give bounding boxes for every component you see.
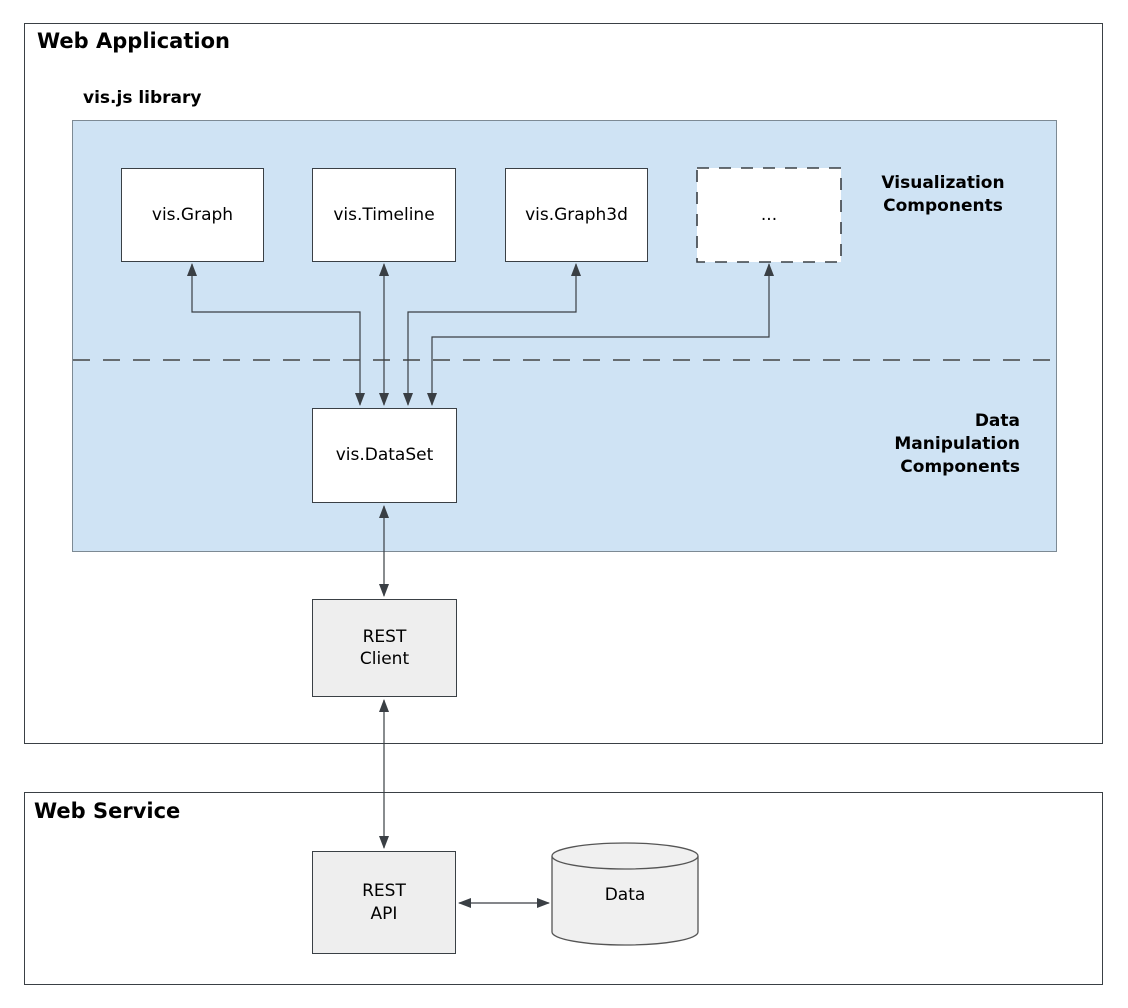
component-box-vis-graph3d: vis.Graph3d [505, 168, 648, 262]
visualization-components-label: Visualization Components [881, 173, 1005, 216]
rest-client-box: REST Client [312, 599, 457, 697]
component-box-vis-graph: vis.Graph [121, 168, 264, 262]
component-box-more: ... [760, 204, 778, 225]
visjs-library-title: vis.js library [83, 88, 202, 108]
dataset-box: vis.DataSet [312, 408, 457, 503]
data-manipulation-components-label: Data Manipulation Components [894, 411, 1020, 477]
web-service-box [24, 792, 1103, 985]
web-application-title: Web Application [37, 29, 230, 53]
data-cylinder-label: Data [604, 885, 646, 905]
rest-api-box: REST API [312, 851, 456, 954]
web-application-box [24, 23, 1103, 744]
web-service-title: Web Service [34, 799, 181, 823]
component-box-vis-timeline: vis.Timeline [312, 168, 456, 262]
